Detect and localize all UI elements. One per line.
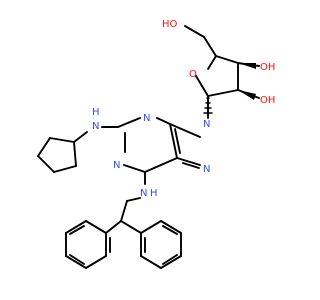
double-bond-inner	[69, 254, 85, 265]
double-bond-lines	[69, 128, 200, 265]
double-bond-inner	[69, 225, 85, 235]
structure-svg: HO O OH OH N N N N H N N H	[37, 19, 275, 269]
atom-label-n3: N	[143, 113, 150, 124]
wedge-bond	[238, 90, 256, 100]
bond	[117, 117, 141, 128]
bond	[207, 89, 239, 97]
bond	[144, 157, 178, 173]
atom-label-nh-left-n: N	[92, 121, 99, 132]
bond	[65, 220, 87, 234]
double-bond-inner	[162, 225, 178, 235]
bond	[85, 220, 107, 234]
bond-lines	[37, 25, 260, 269]
bond	[105, 220, 122, 234]
bond	[73, 131, 88, 143]
atom-label-oh-right-top: OH	[260, 62, 275, 73]
atom-labels: HO O OH OH N N N N H N N H	[92, 19, 275, 199]
atom-label-nh-mid-h: H	[150, 188, 158, 199]
atom-label-n7: N	[203, 164, 210, 175]
bond	[120, 220, 142, 234]
bond	[126, 197, 141, 202]
hash-bond	[203, 97, 213, 114]
bond	[169, 123, 178, 159]
molecule-diagram: HO O OH OH N N N N H N N H	[37, 19, 275, 269]
atom-label-n1: N	[113, 160, 120, 171]
atom-label-nh-left-h: H	[92, 107, 100, 118]
bond	[85, 255, 107, 269]
bond	[215, 55, 239, 64]
bond	[160, 255, 182, 269]
atom-label-nh-mid-n: N	[140, 188, 147, 199]
bond	[140, 220, 162, 234]
bond	[156, 117, 171, 125]
bond	[37, 155, 55, 173]
bond	[207, 55, 217, 70]
bond	[49, 137, 75, 143]
bond	[195, 75, 209, 97]
wedge-bond	[202, 35, 216, 56]
bond	[53, 165, 77, 173]
atom-label-o-ring: O	[189, 69, 197, 80]
bond	[140, 255, 162, 269]
bond	[160, 220, 182, 234]
atom-label-n9: N	[203, 119, 210, 130]
bond	[169, 123, 201, 138]
wedge-bond	[238, 63, 256, 69]
atom-label-oh-top: HO	[162, 19, 178, 30]
bond	[184, 25, 205, 38]
bond	[37, 137, 51, 157]
bond	[65, 255, 87, 269]
bond	[73, 141, 77, 167]
double-bond-inner	[182, 162, 200, 169]
double-bond-inner	[174, 128, 181, 154]
bond	[123, 164, 146, 173]
bond	[176, 157, 201, 166]
bond	[120, 200, 128, 222]
double-bond-inner	[162, 254, 178, 265]
stereo-bonds	[202, 35, 256, 114]
atom-label-oh-right-bottom: OH	[260, 95, 275, 106]
